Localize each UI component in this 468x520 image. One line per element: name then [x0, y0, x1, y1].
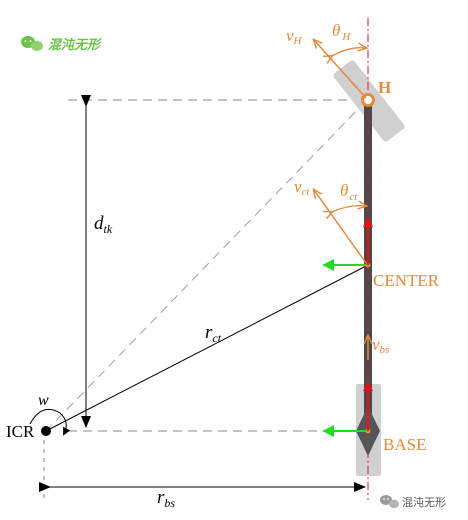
watermark-bottom-text: 混沌无形: [402, 496, 446, 509]
label-w: w: [38, 392, 49, 409]
label-center: CENTER: [373, 271, 440, 290]
label-theta-ct: θct: [340, 181, 358, 203]
watermark-bottom: 混沌无形: [380, 495, 446, 509]
dashed-line-icr-h: [45, 99, 368, 432]
label-h: H: [378, 78, 391, 97]
label-d-tk: dtk: [94, 213, 113, 236]
wechat-icon: [380, 495, 399, 509]
theta-ct-arc: [332, 206, 366, 212]
label-v-ct: vct: [294, 177, 310, 198]
watermark-top-text: 混沌无形: [48, 37, 102, 53]
wechat-icon: [21, 36, 43, 51]
w-rotation-arc: [29, 408, 71, 436]
label-v-bs: vbs: [372, 335, 389, 356]
theta-h-arc: [332, 48, 366, 56]
watermark-top: 混沌无形: [21, 36, 102, 53]
label-r-ct: rct: [205, 322, 222, 345]
label-v-h: vH: [286, 26, 303, 47]
rct-line: [45, 264, 369, 432]
icr-point: [41, 426, 51, 436]
label-base: BASE: [383, 435, 426, 454]
label-icr: ICR: [6, 422, 35, 441]
label-r-bs: rbs: [157, 487, 175, 510]
v-h-arrow: [314, 40, 367, 99]
v-ct-arrow: [314, 190, 367, 264]
